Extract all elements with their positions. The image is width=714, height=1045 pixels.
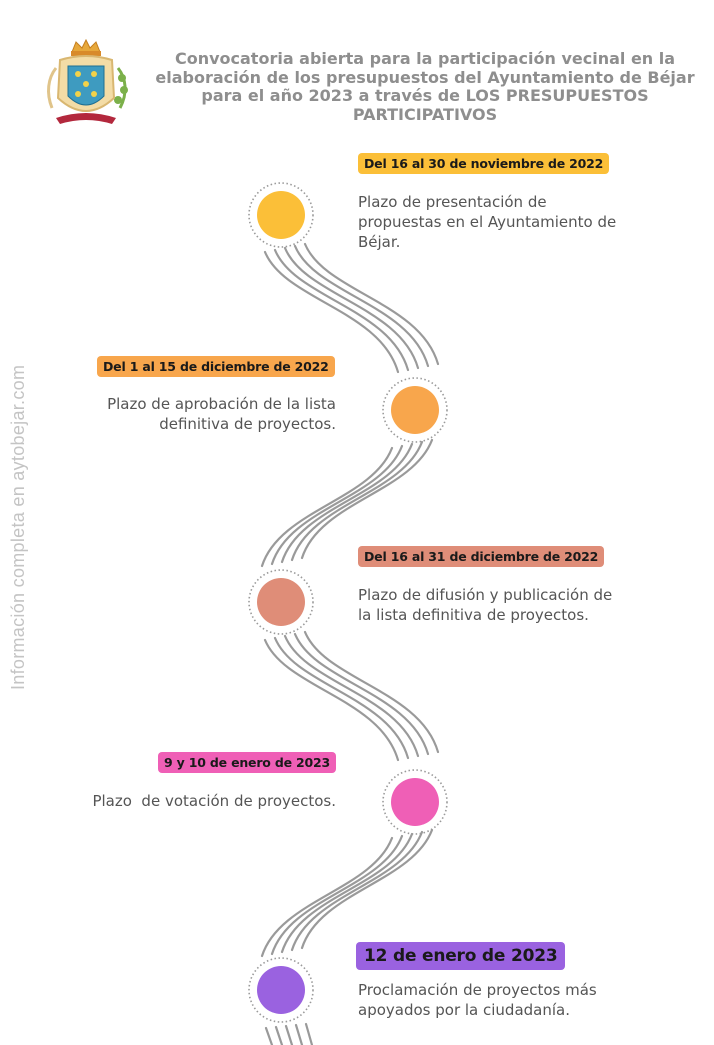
desc-line: Plazo de aprobación de la lista	[107, 395, 336, 413]
step-4-description: Plazo de votación de proyectos.	[30, 791, 336, 811]
desc-line: Béjar.	[358, 233, 401, 251]
step-3-description: Plazo de difusión y publicación de la li…	[358, 585, 688, 625]
wave-connector	[263, 630, 440, 762]
step-3-date-badge: Del 16 al 31 de diciembre de 2022	[358, 546, 605, 567]
title-line: PARTICIPATIVOS	[352, 104, 498, 124]
desc-line: apoyados por la ciudadanía.	[358, 1001, 570, 1019]
title-line: Convocatoria abierta para la participaci…	[174, 49, 676, 68]
step-2-description: Plazo de aprobación de la lista definiti…	[30, 394, 336, 434]
page-title: Convocatoria abierta para la participaci…	[140, 49, 710, 124]
desc-line: propuestas en el Ayuntamiento de	[358, 213, 617, 231]
step-5-description: Proclamación de proyectos más apoyados p…	[358, 980, 678, 1020]
desc-line: Plazo de difusión y publicación de	[358, 586, 613, 604]
step-1-date-badge: Del 16 al 30 de noviembre de 2022	[358, 153, 610, 174]
step-4-marker	[382, 769, 448, 835]
step-4-date-badge: 9 y 10 de enero de 2023	[158, 752, 336, 773]
step-1-marker	[248, 182, 314, 248]
desc-line: Plazo de presentación de	[358, 193, 547, 211]
step-3-marker	[248, 569, 314, 635]
coat-of-arms-logo	[47, 38, 128, 124]
wave-connector	[260, 828, 434, 958]
step-2-date-badge: Del 1 al 15 de diciembre de 2022	[97, 356, 335, 377]
step-1-description: Plazo de presentación de propuestas en e…	[358, 192, 678, 252]
desc-line: definitiva de proyectos.	[159, 415, 336, 433]
step-5-marker	[248, 957, 314, 1023]
desc-line: Proclamación de proyectos más	[358, 981, 597, 999]
step-5-date-badge: 12 de enero de 2023	[356, 942, 566, 970]
wave-connector	[263, 242, 440, 374]
step-2-marker	[382, 377, 448, 443]
desc-line: la lista definitiva de proyectos.	[358, 606, 589, 624]
title-line: elaboración de los presupuestos del Ayun…	[155, 67, 695, 87]
title-line: para el año 2023 a través de LOS PRESUPU…	[201, 86, 649, 105]
desc-line: Plazo de votación de proyectos.	[92, 792, 336, 810]
